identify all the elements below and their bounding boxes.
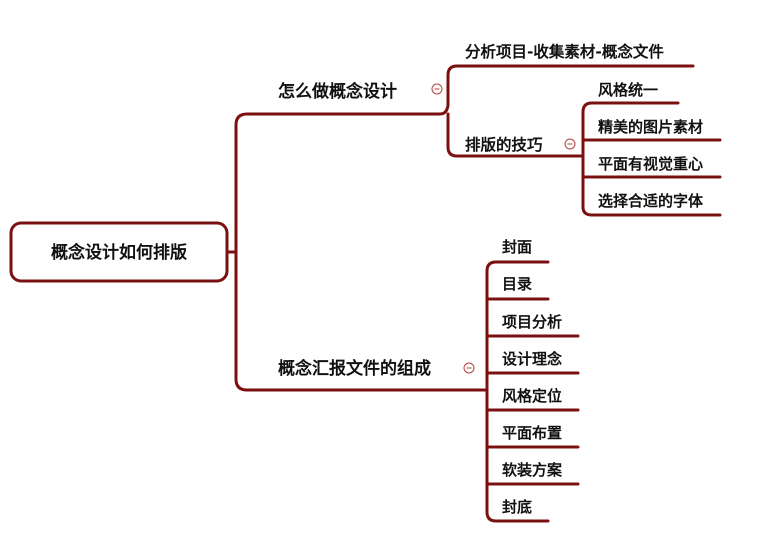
leaf-design-concept[interactable]: 设计理念 [502,350,562,368]
edge-root-to-branches [225,112,472,392]
minus-circle-icon[interactable] [463,362,475,374]
branch-1-child-2-node[interactable]: 排版的技巧 [465,135,576,154]
leaf-style-unity[interactable]: 风格统一 [598,81,658,99]
leaf-visual-focus[interactable]: 平面有视觉重心 [598,155,703,173]
leaf-choose-font[interactable]: 选择合适的字体 [598,192,704,210]
leaf-cover[interactable]: 封面 [502,238,532,256]
leaf-contents[interactable]: 目录 [502,275,532,293]
branch-node-1[interactable]: 怎么做概念设计 [278,81,443,102]
leaf-floor-plan[interactable]: 平面布置 [502,424,562,442]
leaf-image-materials[interactable]: 精美的图片素材 [598,118,703,136]
leaf-project-analysis[interactable]: 项目分析 [502,313,562,331]
leaf-back-cover[interactable]: 封底 [502,498,532,516]
leaf-style-positioning[interactable]: 风格定位 [502,387,562,405]
branch-node-2[interactable]: 概念汇报文件的组成 [278,358,475,379]
minus-circle-icon[interactable] [431,83,443,95]
edge-branch2-leaves [468,260,580,523]
branch-1-child-2-label: 排版的技巧 [465,135,543,154]
minus-circle-icon[interactable] [564,138,576,150]
branch-node-1-label: 怎么做概念设计 [278,81,397,102]
edge-branch1-child2-leaves [573,101,722,217]
root-node[interactable]: 概念设计如何排版 [9,221,229,283]
branch-node-2-label: 概念汇报文件的组成 [278,358,431,379]
edge-branch1-children [428,64,695,158]
leaf-soft-furnishing[interactable]: 软装方案 [502,461,563,479]
root-node-label: 概念设计如何排版 [51,242,187,263]
branch-1-child-1-label[interactable]: 分析项目-收集素材-概念文件 [465,42,664,61]
